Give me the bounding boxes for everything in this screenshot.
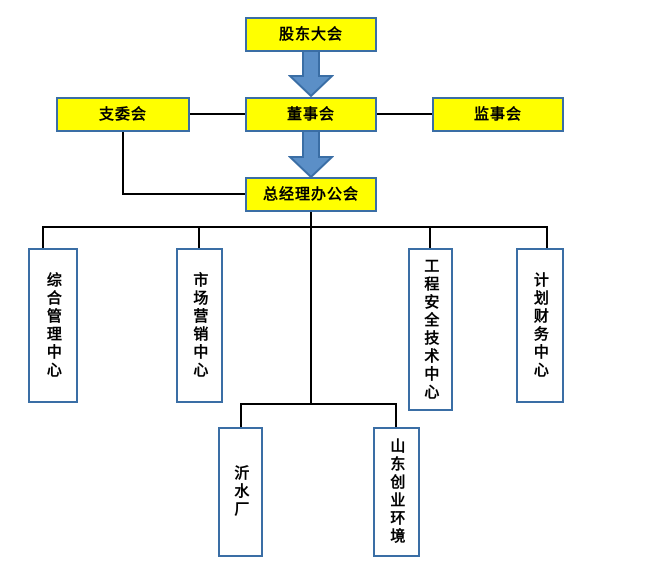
connector-drop-comprehensive — [42, 226, 44, 248]
node-planning-finance-center[interactable]: 计划财务中心 — [516, 248, 564, 403]
node-label: 股东大会 — [278, 24, 343, 43]
node-label: 综合管理中心 — [44, 271, 63, 380]
node-label: 工程安全技术中心 — [422, 257, 441, 402]
arrow-down-board-to-gm-office — [288, 131, 334, 179]
node-board-of-supervisors[interactable]: 监事会 — [432, 97, 564, 132]
connector-party-to-gm-office — [122, 193, 245, 195]
node-shareholders-meeting[interactable]: 股东大会 — [245, 17, 377, 52]
node-label: 总经理办公会 — [262, 184, 359, 203]
node-label: 支委会 — [98, 104, 147, 123]
arrow-down-shareholders-to-board — [288, 50, 334, 98]
connector-drop-engineering — [429, 226, 431, 248]
connector-drop-shandong — [395, 403, 397, 427]
connector-subsidiary-bar — [240, 403, 397, 405]
connector-drop-yishui — [240, 403, 242, 427]
node-label: 山东创业环境 — [388, 438, 407, 546]
node-general-manager-office[interactable]: 总经理办公会 — [245, 177, 377, 212]
node-label: 董事会 — [286, 104, 335, 123]
node-shandong-chuangye-environment[interactable]: 山东创业环境 — [373, 427, 420, 557]
connector-drop-marketing — [198, 226, 200, 248]
node-comprehensive-management-center[interactable]: 综合管理中心 — [28, 248, 78, 403]
node-marketing-center[interactable]: 市场营销中心 — [176, 248, 223, 403]
node-yishui-plant[interactable]: 沂水厂 — [218, 427, 263, 557]
node-engineering-safety-tech-center[interactable]: 工程安全技术中心 — [408, 248, 453, 411]
node-label: 市场营销中心 — [191, 271, 210, 380]
connector-center-trunk — [310, 226, 312, 405]
connector-distribution-bar — [42, 226, 548, 228]
connector-party-to-board — [190, 113, 245, 115]
connector-party-down — [122, 131, 124, 195]
connector-board-to-supervisors — [377, 113, 432, 115]
node-party-branch-committee[interactable]: 支委会 — [56, 97, 190, 132]
node-label: 计划财务中心 — [531, 271, 550, 380]
connector-drop-finance — [546, 226, 548, 248]
node-label: 沂水厂 — [232, 465, 251, 519]
connector-gm-office-trunk — [310, 211, 312, 228]
node-label: 监事会 — [473, 104, 522, 123]
node-board-of-directors[interactable]: 董事会 — [245, 97, 377, 132]
